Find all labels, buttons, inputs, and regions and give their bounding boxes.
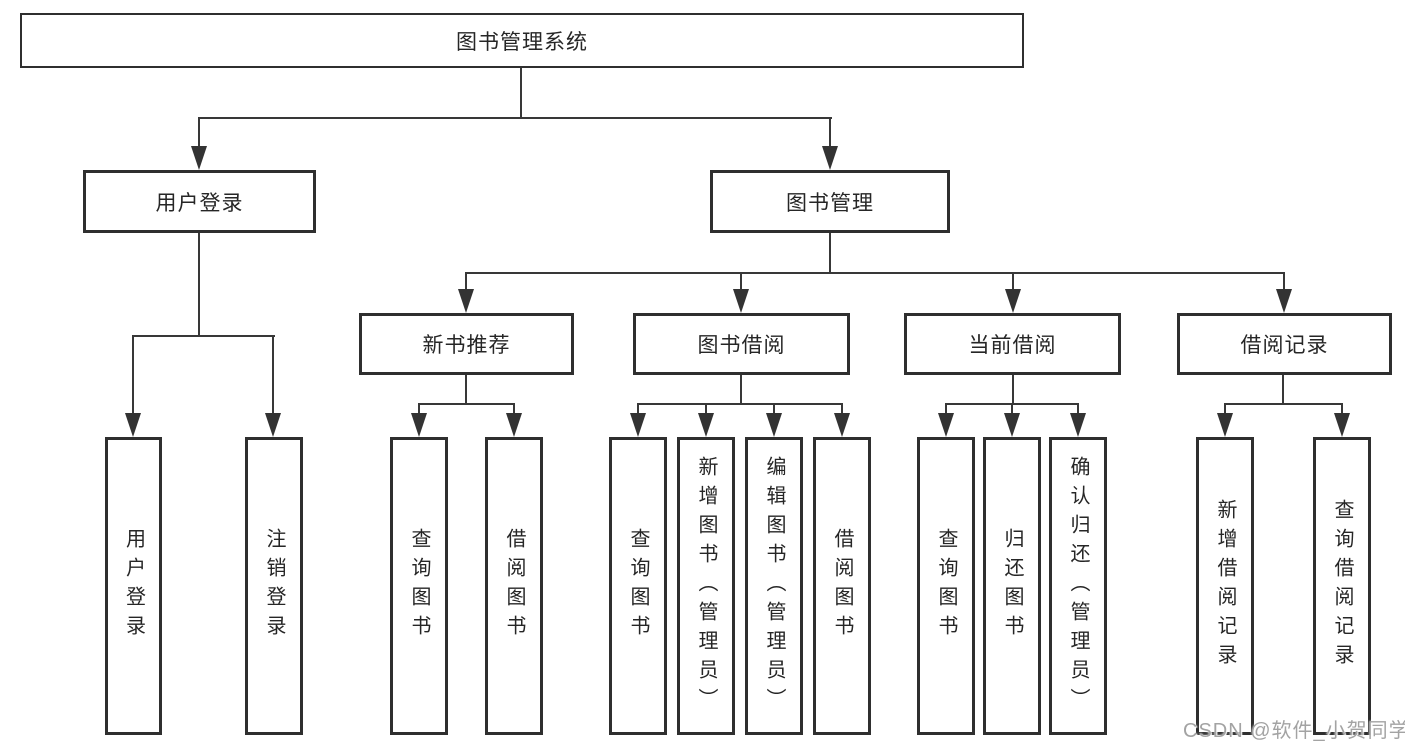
arrow-down-icon xyxy=(766,413,782,437)
arrow-down-icon xyxy=(506,413,522,437)
connector-line xyxy=(1341,403,1343,416)
leaf-borrow-query-books: 查询图书 xyxy=(609,437,667,735)
csdn-watermark: CSDN @软件_小贺同学 xyxy=(1183,720,1405,742)
connector-line xyxy=(1224,403,1343,405)
node-current-borrow-label: 当前借阅 xyxy=(968,334,1057,357)
leaf-recommend-query-books-label: 查询图书 xyxy=(408,528,430,644)
node-new-book-recommend: 新书推荐 xyxy=(359,313,574,375)
arrow-down-icon xyxy=(698,413,714,437)
leaf-edit-books-admin: 编辑图书（管理员） xyxy=(745,437,803,735)
leaf-recommend-query-books: 查询图书 xyxy=(390,437,448,735)
arrow-down-icon xyxy=(1334,413,1350,437)
node-root: 图书管理系统 xyxy=(20,13,1024,68)
leaf-borrow-books: 借阅图书 xyxy=(813,437,871,735)
leaf-edit-books-admin-label: 编辑图书（管理员） xyxy=(763,455,785,717)
leaf-logout: 注销登录 xyxy=(245,437,303,735)
arrow-down-icon xyxy=(1217,413,1233,437)
leaf-user-login: 用户登录 xyxy=(105,437,162,735)
node-book-borrow: 图书借阅 xyxy=(633,313,850,375)
node-current-borrow: 当前借阅 xyxy=(904,313,1121,375)
connector-line xyxy=(198,233,200,337)
leaf-current-query-books: 查询图书 xyxy=(917,437,975,735)
arrow-down-icon xyxy=(733,289,749,313)
node-borrow-records: 借阅记录 xyxy=(1177,313,1392,375)
leaf-confirm-return-admin-label: 确认归还（管理员） xyxy=(1067,455,1089,717)
connector-line xyxy=(465,375,467,405)
node-book-management: 图书管理 xyxy=(710,170,950,233)
connector-line xyxy=(1012,375,1014,405)
leaf-add-books-admin: 新增图书（管理员） xyxy=(677,437,735,735)
connector-line xyxy=(520,68,522,118)
leaf-add-borrow-record-label: 新增借阅记录 xyxy=(1214,499,1236,673)
connector-line xyxy=(418,403,420,416)
node-user-login: 用户登录 xyxy=(83,170,316,233)
arrow-down-icon xyxy=(1004,413,1020,437)
node-borrow-records-label: 借阅记录 xyxy=(1240,334,1329,357)
arrow-down-icon xyxy=(1276,289,1292,313)
connector-line xyxy=(1282,375,1284,405)
connector-line xyxy=(1224,403,1226,416)
arrow-down-icon xyxy=(834,413,850,437)
connector-line xyxy=(637,403,843,405)
node-root-label: 图书管理系统 xyxy=(456,30,588,54)
connector-line xyxy=(465,272,1285,274)
leaf-recommend-borrow-books-label: 借阅图书 xyxy=(503,528,525,644)
connector-line xyxy=(1283,272,1285,292)
connector-line xyxy=(637,403,639,416)
connector-line xyxy=(1012,272,1014,292)
connector-line xyxy=(272,335,274,416)
arrow-down-icon xyxy=(630,413,646,437)
node-book-borrow-label: 图书借阅 xyxy=(697,334,786,357)
connector-line xyxy=(945,403,947,416)
connector-line xyxy=(829,233,831,274)
leaf-recommend-borrow-books: 借阅图书 xyxy=(485,437,543,735)
arrow-down-icon xyxy=(458,289,474,313)
arrow-down-icon xyxy=(1070,413,1086,437)
leaf-return-books-label: 归还图书 xyxy=(1001,528,1023,644)
leaf-query-borrow-record-label: 查询借阅记录 xyxy=(1331,499,1353,673)
connector-line xyxy=(1077,403,1079,416)
arrow-down-icon xyxy=(411,413,427,437)
node-book-management-label: 图书管理 xyxy=(786,191,874,215)
node-new-book-recommend-label: 新书推荐 xyxy=(422,334,511,357)
leaf-add-borrow-record: 新增借阅记录 xyxy=(1196,437,1254,735)
connector-line xyxy=(740,272,742,292)
connector-line xyxy=(740,375,742,405)
arrow-down-icon xyxy=(1005,289,1021,313)
arrow-down-icon xyxy=(938,413,954,437)
arrow-down-icon xyxy=(191,146,207,170)
leaf-borrow-query-books-label: 查询图书 xyxy=(627,528,649,644)
connector-line xyxy=(705,403,707,416)
connector-line xyxy=(841,403,843,416)
connector-line xyxy=(132,335,134,416)
leaf-add-books-admin-label: 新增图书（管理员） xyxy=(695,455,717,717)
leaf-current-query-books-label: 查询图书 xyxy=(935,528,957,644)
arrow-down-icon xyxy=(822,146,838,170)
node-user-login-label: 用户登录 xyxy=(155,191,244,215)
arrow-down-icon xyxy=(265,413,281,437)
leaf-borrow-books-label: 借阅图书 xyxy=(831,528,853,644)
leaf-user-login-label: 用户登录 xyxy=(122,528,145,644)
leaf-confirm-return-admin: 确认归还（管理员） xyxy=(1049,437,1107,735)
connector-line xyxy=(198,117,832,119)
leaf-logout-label: 注销登录 xyxy=(263,528,285,644)
leaf-query-borrow-record: 查询借阅记录 xyxy=(1313,437,1371,735)
connector-line xyxy=(1011,403,1013,416)
connector-line xyxy=(418,403,515,405)
connector-line xyxy=(513,403,515,416)
arrow-down-icon xyxy=(125,413,141,437)
connector-line xyxy=(773,403,775,416)
leaf-return-books: 归还图书 xyxy=(983,437,1041,735)
connector-line xyxy=(465,272,467,292)
connector-line xyxy=(132,335,275,337)
connector-line xyxy=(198,117,200,150)
connector-line xyxy=(829,117,831,150)
